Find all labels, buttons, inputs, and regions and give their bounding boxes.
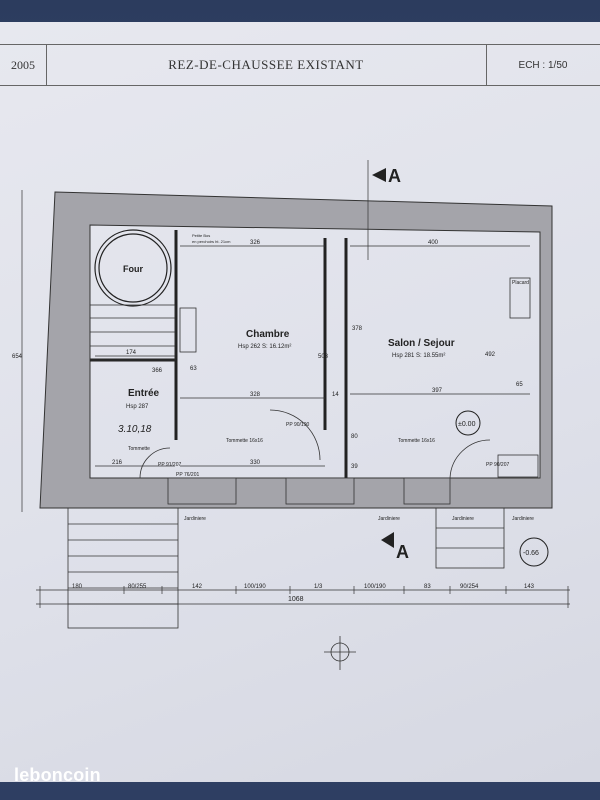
- room-entree: Entrée: [128, 388, 160, 399]
- dim-400: 400: [428, 240, 439, 246]
- dim-397: 397: [432, 388, 443, 394]
- note-petite-2: en perchoirs ht. 21cm: [192, 239, 231, 244]
- dim-330: 330: [250, 460, 261, 466]
- plan-title: REZ-DE-CHAUSSEE EXISTANT: [46, 45, 487, 85]
- door-swing-entree: [139, 447, 171, 479]
- room-salon-info: Hsp 281 S: 18.55m²: [392, 353, 445, 359]
- plan-scale: ECH : 1/50: [518, 59, 568, 71]
- room-salon: Salon / Sejour: [388, 338, 455, 349]
- dim-492: 492: [485, 352, 496, 358]
- stair-four: [89, 304, 176, 361]
- leboncoin-watermark: leboncoin: [14, 765, 101, 785]
- bottom-dim-total: 1068: [288, 596, 304, 603]
- chimney: [179, 307, 197, 353]
- dim-328: 328: [250, 392, 261, 398]
- tommette-entree: Tommette: [128, 446, 150, 452]
- dim-378: 378: [352, 326, 363, 332]
- level-marker-exterior: [519, 537, 549, 567]
- level-minus: -0.66: [523, 550, 539, 557]
- dim-366: 366: [152, 368, 163, 374]
- dim-654: 654: [12, 354, 23, 360]
- title-year: 2005: [0, 45, 47, 85]
- bottom-dim-8: 90/254: [460, 584, 479, 590]
- pp-salon: PP 90/207: [486, 462, 509, 468]
- placard-box: [509, 277, 531, 319]
- section-label-bottom: A: [396, 542, 409, 562]
- room-four: Four: [123, 264, 143, 274]
- tommette-salon: Tommette 16x16: [398, 438, 435, 444]
- compass-symbol: [324, 636, 356, 670]
- four-circle: [94, 229, 172, 307]
- handwritten-note: 3.10,18: [118, 424, 152, 435]
- dim-65: 65: [516, 382, 523, 388]
- bottom-dim-3: 142: [192, 584, 203, 590]
- bath-fixture: [497, 454, 539, 478]
- exterior-wall: [39, 191, 553, 509]
- dim-216: 216: [112, 460, 123, 466]
- jardiniere-2: Jardiniere: [378, 516, 400, 522]
- dim-63: 63: [190, 366, 197, 372]
- door-swing-salon: [449, 439, 491, 479]
- section-marker-bottom-arrow: [381, 532, 394, 548]
- dim-326: 326: [250, 240, 261, 246]
- pp-entree: PP 76/201: [176, 472, 199, 478]
- dim-174: 174: [126, 350, 137, 356]
- dim-39: 39: [351, 464, 358, 470]
- jardiniere-4: Jardiniere: [512, 516, 534, 522]
- level-zero: ±0.00: [458, 421, 476, 428]
- room-chambre-info: Hsp 262 S: 16.12m²: [238, 344, 291, 350]
- dim-14: 14: [332, 392, 339, 398]
- bottom-dim-4: 100/190: [244, 584, 266, 590]
- room-chambre: Chambre: [246, 329, 290, 340]
- title-block: 2005 REZ-DE-CHAUSSEE EXISTANT ECH : 1/50: [0, 44, 600, 86]
- level-marker-circle: [455, 410, 481, 436]
- dim-503: 503: [318, 354, 329, 360]
- plan-paper: [0, 22, 600, 782]
- bottom-dim-9: 143: [524, 584, 535, 590]
- bottom-dim-1: 180: [72, 584, 83, 590]
- bottom-dim-2: 80/255: [128, 584, 147, 590]
- dim-80: 80: [351, 434, 358, 440]
- jardiniere-3: Jardiniere: [452, 516, 474, 522]
- pp-entree-2: PP 91/207: [158, 462, 181, 468]
- room-entree-info: Hsp 287: [126, 404, 149, 410]
- room-placard: Placard: [512, 280, 529, 286]
- note-petite-1: Petite Bos: [192, 233, 210, 238]
- bottom-dim-6: 100/190: [364, 584, 386, 590]
- bottom-dim-5: 1/3: [314, 584, 323, 590]
- bottom-dim-7: 83: [424, 584, 431, 590]
- stair-salon: [435, 507, 505, 569]
- tommette-chambre: Tommette 16x16: [226, 438, 263, 444]
- door-swing-chambre: [269, 409, 321, 461]
- section-label-top: A: [388, 166, 401, 186]
- pp-chambre: PP 90/190: [286, 422, 309, 428]
- stair-exterior: [67, 507, 179, 629]
- jardiniere-1: Jardiniere: [184, 516, 206, 522]
- section-marker-top-arrow: [372, 168, 386, 182]
